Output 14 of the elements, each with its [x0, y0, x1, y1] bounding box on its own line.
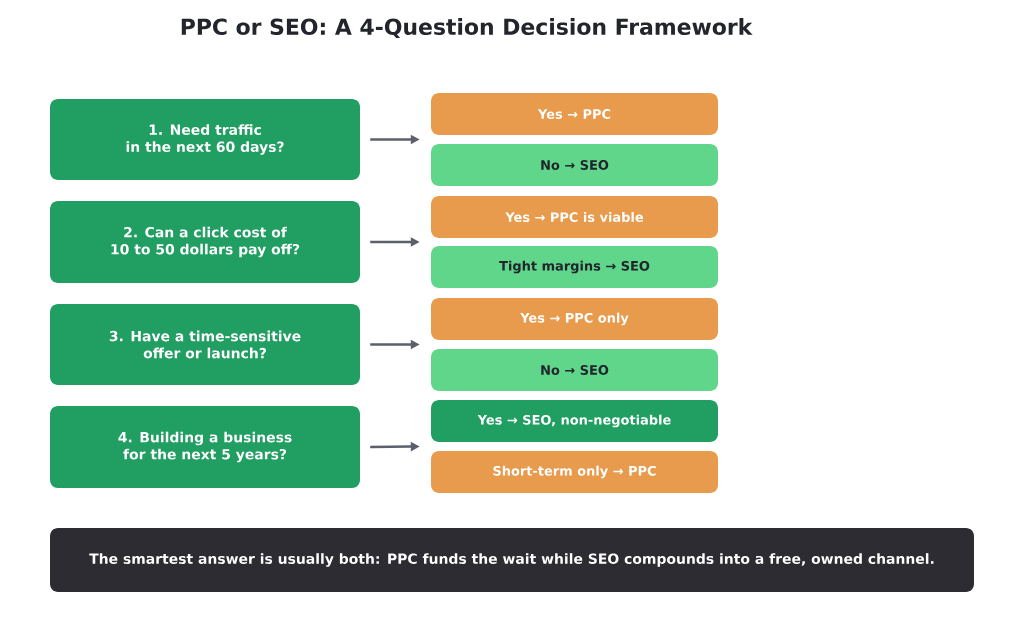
question-box: 1. Need traffic in the next 60 days? [50, 99, 360, 180]
question-box: 2. Can a click cost of 10 to 50 dollars pay off? [50, 201, 360, 283]
question-box: 3. Have a time-sensitive offer or launch? [50, 304, 360, 385]
answer-box: Yes → PPC only [431, 298, 718, 340]
answer-box: Tight margins → SEO [431, 246, 718, 288]
answer-box: Yes → SEO, non-negotiable [431, 400, 718, 442]
answer-box: Yes → PPC [431, 93, 718, 135]
answer-box: Short-term only → PPC [431, 451, 718, 493]
answer-box: No → SEO [431, 349, 718, 391]
summary-banner: The smartest answer is usually both: PPC funds the wait while SEO compounds into a free, owned channel. [50, 528, 974, 592]
answer-box: Yes → PPC is viable [431, 196, 718, 238]
answer-box: No → SEO [431, 144, 718, 186]
title: PPC or SEO: A 4-Question Decision Framework [181, 18, 753, 38]
question-box: 4. Building a business for the next 5 years? [50, 406, 360, 488]
